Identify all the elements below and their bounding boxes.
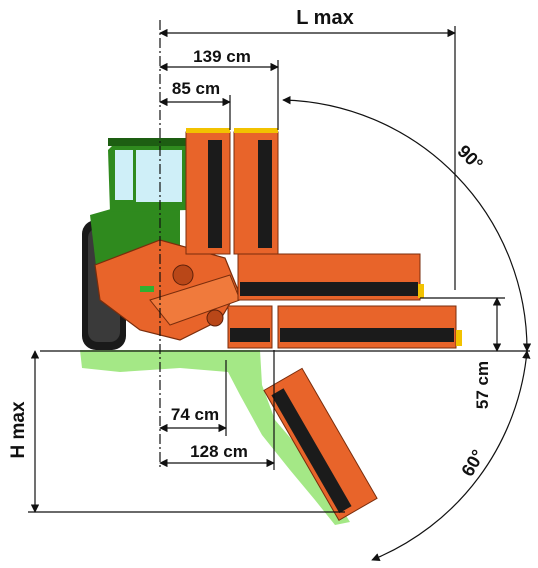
- head-edge: [186, 128, 230, 133]
- dim-139-label: 139 cm: [193, 47, 251, 66]
- dim-128-label: 128 cm: [190, 442, 248, 461]
- head-roller: [271, 388, 352, 514]
- angle-90-label: 90°: [454, 141, 487, 174]
- slope-ground: [80, 350, 350, 525]
- head-roller: [240, 282, 418, 296]
- angle-60-arc: [371, 350, 531, 562]
- head-roller: [230, 328, 270, 342]
- head-edge: [418, 284, 424, 298]
- dim-85-label: 85 cm: [172, 79, 220, 98]
- h-max-label: H max: [8, 401, 29, 458]
- arm-decal: [140, 286, 154, 292]
- mulcher-heads: [185, 128, 462, 521]
- head-roller: [208, 140, 222, 248]
- head-edge: [456, 330, 462, 346]
- ground-profile: [80, 350, 350, 525]
- dim-74-label: 74 cm: [171, 405, 219, 424]
- head-edge: [234, 128, 278, 133]
- mulcher-head-horizontal-short: [227, 305, 273, 349]
- l-max-label: L max: [296, 7, 353, 29]
- angle-90-arc: [282, 95, 532, 352]
- tractor-roof: [108, 138, 188, 146]
- tractor-cab-window-rear: [115, 150, 133, 200]
- mulcher-head-horizontal-raised: [237, 253, 424, 301]
- dimension-labels: L max 139 cm 85 cm 74 cm 128 cm 57 cm H …: [8, 7, 492, 480]
- dim-57-label: 57 cm: [473, 361, 492, 409]
- tractor-cab-window-side: [136, 150, 182, 202]
- angle-60-label: 60°: [457, 446, 488, 480]
- mulcher-head-vertical-1: [185, 128, 231, 255]
- arm-pivot-lower: [206, 309, 224, 327]
- head-roller: [280, 328, 454, 342]
- dimension-lines: [28, 20, 532, 562]
- mulcher-head-vertical-2: [233, 128, 279, 255]
- mulcher-head-horizontal-long: [277, 305, 462, 349]
- head-roller: [258, 140, 272, 248]
- mulcher-head-slope: [263, 367, 378, 521]
- arm-pivot: [172, 264, 194, 286]
